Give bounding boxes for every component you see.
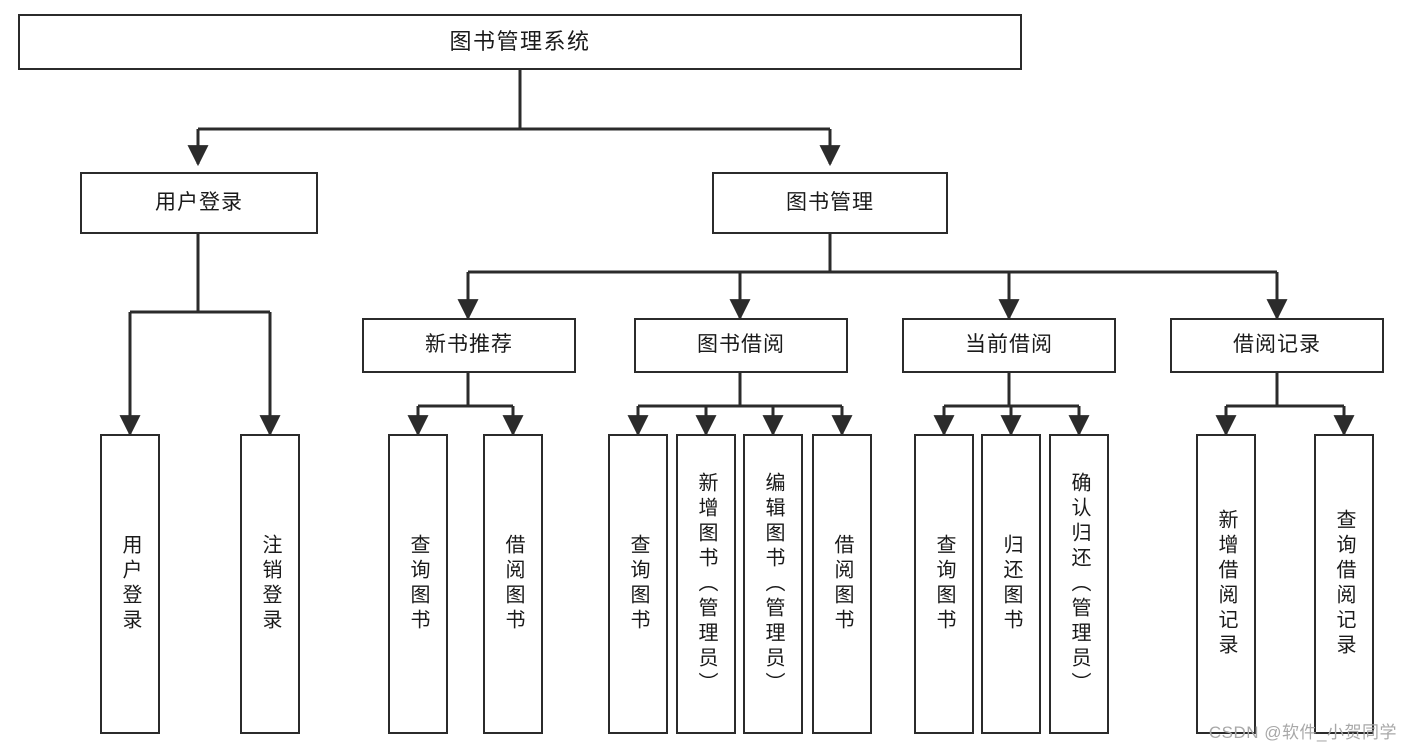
node-leaf-return-book[interactable]: 归还图书 xyxy=(981,434,1041,734)
node-current-borrow-label: 当前借阅 xyxy=(965,333,1053,357)
node-leaf-user-login[interactable]: 用户登录 xyxy=(100,434,160,734)
node-leaf-add-book-label: 新增图书（管理员） xyxy=(695,471,717,697)
node-book-manage-label: 图书管理 xyxy=(786,190,874,214)
node-leaf-confirm-return-label: 确认归还（管理员） xyxy=(1068,471,1090,697)
node-book-borrow[interactable]: 图书借阅 xyxy=(634,318,848,373)
node-leaf-add-record-label: 新增借阅记录 xyxy=(1215,509,1237,659)
node-leaf-query-book-3-label: 查询图书 xyxy=(933,534,955,634)
node-leaf-confirm-return[interactable]: 确认归还（管理员） xyxy=(1049,434,1109,734)
node-leaf-logout-label: 注销登录 xyxy=(259,534,281,634)
node-user-login[interactable]: 用户登录 xyxy=(80,172,318,234)
node-leaf-logout[interactable]: 注销登录 xyxy=(240,434,300,734)
node-book-borrow-label: 图书借阅 xyxy=(697,333,785,357)
node-current-borrow[interactable]: 当前借阅 xyxy=(902,318,1116,373)
node-leaf-query-record[interactable]: 查询借阅记录 xyxy=(1314,434,1374,734)
node-leaf-user-login-label: 用户登录 xyxy=(119,534,141,634)
node-leaf-edit-book[interactable]: 编辑图书（管理员） xyxy=(743,434,803,734)
node-leaf-query-book-2-label: 查询图书 xyxy=(627,534,649,634)
node-leaf-edit-book-label: 编辑图书（管理员） xyxy=(762,471,784,697)
node-leaf-borrow-book-1[interactable]: 借阅图书 xyxy=(483,434,543,734)
node-leaf-add-book[interactable]: 新增图书（管理员） xyxy=(676,434,736,734)
node-root[interactable]: 图书管理系统 xyxy=(18,14,1022,70)
node-leaf-query-record-label: 查询借阅记录 xyxy=(1333,509,1355,659)
node-new-book-recommend[interactable]: 新书推荐 xyxy=(362,318,576,373)
node-leaf-add-record[interactable]: 新增借阅记录 xyxy=(1196,434,1256,734)
node-leaf-borrow-book-1-label: 借阅图书 xyxy=(502,534,524,634)
node-leaf-borrow-book-2-label: 借阅图书 xyxy=(831,534,853,634)
node-leaf-query-book-3[interactable]: 查询图书 xyxy=(914,434,974,734)
node-user-login-label: 用户登录 xyxy=(155,190,243,214)
node-leaf-query-book-1-label: 查询图书 xyxy=(407,534,429,634)
node-new-book-recommend-label: 新书推荐 xyxy=(425,333,513,357)
node-borrow-record-label: 借阅记录 xyxy=(1233,333,1321,357)
node-leaf-query-book-2[interactable]: 查询图书 xyxy=(608,434,668,734)
node-book-manage[interactable]: 图书管理 xyxy=(712,172,948,234)
node-root-label: 图书管理系统 xyxy=(449,29,591,55)
node-leaf-return-book-label: 归还图书 xyxy=(1000,534,1022,634)
watermark-text: CSDN @软件_小贺同学 xyxy=(1208,723,1397,742)
node-leaf-query-book-1[interactable]: 查询图书 xyxy=(388,434,448,734)
node-borrow-record[interactable]: 借阅记录 xyxy=(1170,318,1384,373)
node-leaf-borrow-book-2[interactable]: 借阅图书 xyxy=(812,434,872,734)
